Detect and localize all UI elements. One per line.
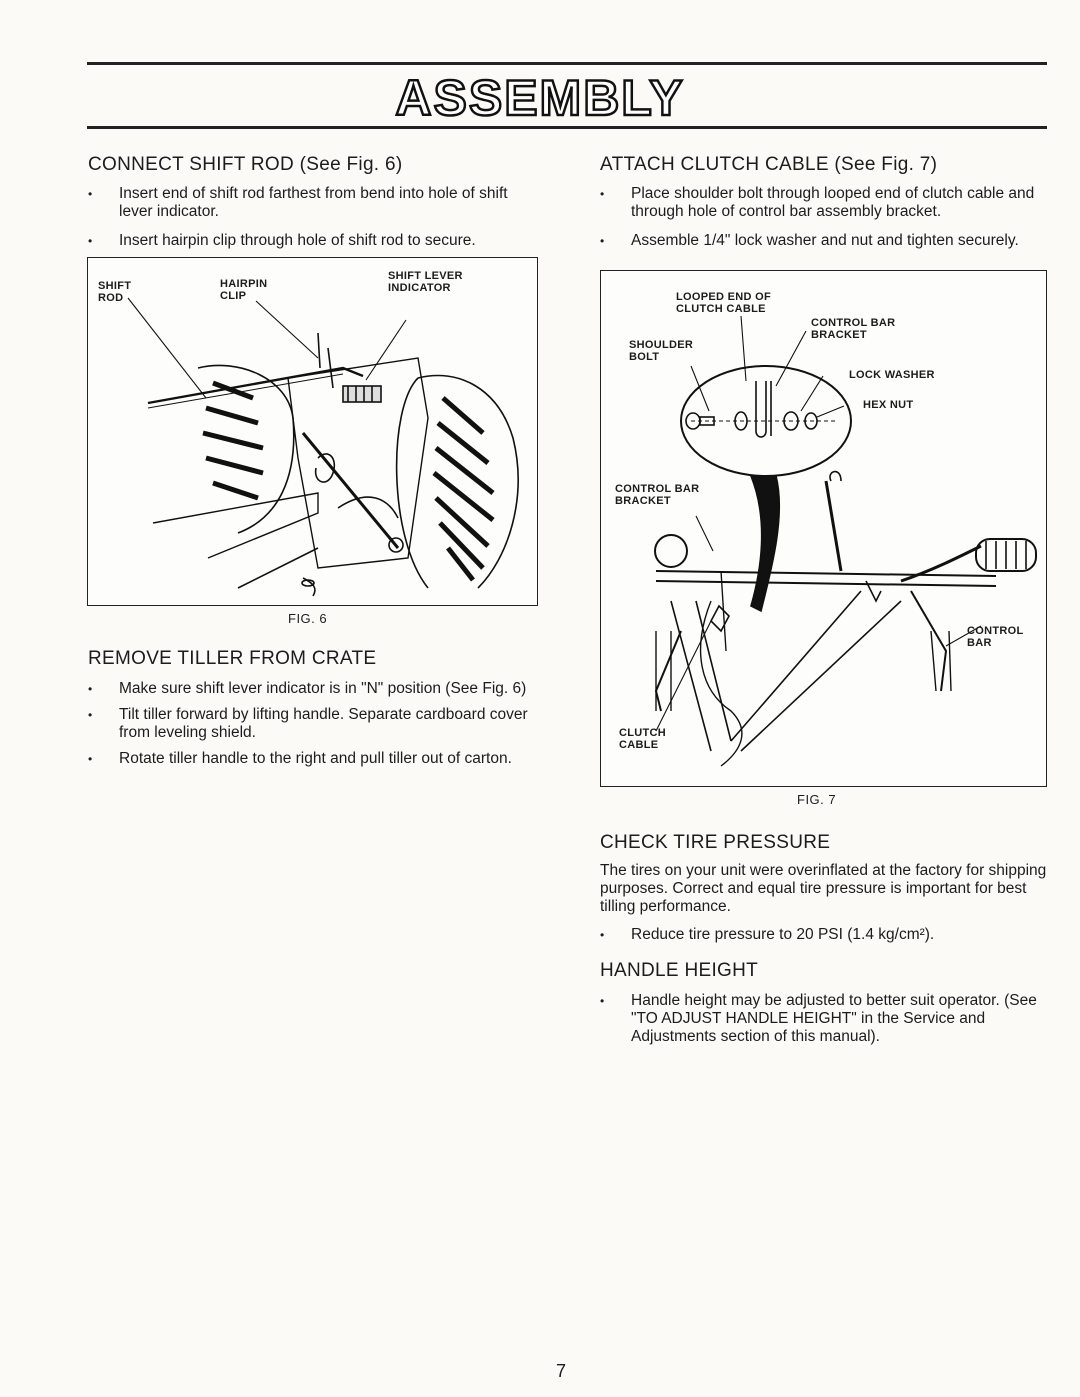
shift-lever-indicator-label: SHIFT LEVER INDICATOR: [388, 270, 463, 294]
hex-nut-label: HEX NUT: [863, 399, 914, 411]
page-number: 7: [556, 1361, 567, 1381]
clutch-cable-illustration: [654, 315, 1037, 767]
attach-clutch-cable-section: ATTACH CLUTCH CABLE (See Fig. 7) Place s…: [600, 154, 1050, 250]
control-bar-bracket-top-label: CONTROL BAR BRACKET: [811, 317, 896, 341]
section-heading: CHECK TIRE PRESSURE: [600, 832, 831, 853]
handle-height-section: HANDLE HEIGHT Handle height may be adjus…: [600, 960, 1050, 1046]
bullet-item: Make sure shift lever indicator is in "N…: [88, 680, 538, 698]
clutch-cable-label: CLUTCH CABLE: [619, 727, 667, 751]
bullet-item: Place shoulder bolt through looped end o…: [600, 185, 1050, 221]
bullet-item: Insert hairpin clip through hole of shif…: [88, 232, 538, 250]
shift-rod-label: SHIFT ROD: [98, 280, 132, 304]
lock-washer-label: LOCK WASHER: [849, 369, 935, 381]
bullet-item: Handle height may be adjusted to better …: [600, 992, 1050, 1046]
shoulder-bolt-label: SHOULDER BOLT: [629, 339, 694, 363]
figure-6-caption: FIG. 6: [288, 611, 328, 626]
bullet-item: Tilt tiller forward by lifting handle. S…: [88, 706, 538, 742]
tiller-shift-illustration: [127, 297, 519, 597]
figure-7: LOOPED END OF CLUTCH CABLE CONTROL BAR B…: [600, 270, 1047, 787]
tire-pressure-paragraph: The tires on your unit were overinflated…: [600, 862, 1047, 915]
bullet-item: Rotate tiller handle to the right and pu…: [88, 750, 538, 768]
section-heading: ATTACH CLUTCH CABLE (See Fig. 7): [600, 154, 938, 175]
section-heading: CONNECT SHIFT ROD (See Fig. 6): [88, 154, 403, 175]
header-rule-top: [87, 62, 1047, 65]
bullet-item: Reduce tire pressure to 20 PSI (1.4 kg/c…: [600, 926, 1050, 944]
figure-7-caption: FIG. 7: [797, 792, 837, 807]
figure-6: SHIFT ROD HAIRPIN CLIP SHIFT LEVER INDIC…: [87, 257, 538, 606]
control-bar-label: CONTROL BAR: [967, 625, 1024, 649]
bullet-item: Insert end of shift rod farthest from be…: [88, 185, 538, 221]
page-title: ASSEMBLY: [394, 69, 685, 128]
section-heading: REMOVE TILLER FROM CRATE: [88, 648, 377, 669]
connect-shift-rod-section: CONNECT SHIFT ROD (See Fig. 6) Insert en…: [88, 154, 538, 250]
looped-end-label: LOOPED END OF CLUTCH CABLE: [676, 291, 771, 315]
bullet-item: Assemble 1/4" lock washer and nut and ti…: [600, 232, 1050, 250]
control-bar-bracket-left-label: CONTROL BAR BRACKET: [615, 483, 700, 507]
check-tire-pressure-section: CHECK TIRE PRESSURE The tires on your un…: [600, 832, 1050, 944]
remove-tiller-section: REMOVE TILLER FROM CRATE Make sure shift…: [88, 648, 538, 768]
header-rule-bottom: [87, 126, 1047, 129]
hairpin-clip-label: HAIRPIN CLIP: [220, 278, 268, 302]
section-heading: HANDLE HEIGHT: [600, 960, 759, 981]
